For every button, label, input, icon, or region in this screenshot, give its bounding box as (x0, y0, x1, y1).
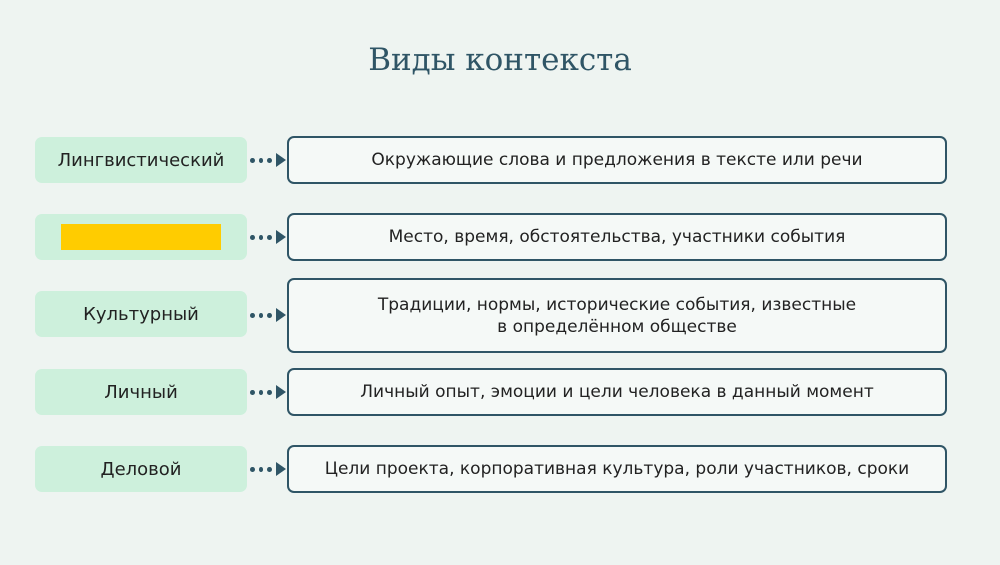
page-title: Виды контекста (368, 42, 632, 78)
arrow-icon (250, 308, 287, 322)
desc-line-2: в определённом обществе (497, 316, 737, 337)
desc-cultural: Традиции, нормы, исторические события, и… (287, 278, 947, 353)
label-business: Деловой (35, 446, 247, 492)
label-hidden (35, 214, 247, 260)
highlight-redaction (61, 224, 221, 250)
desc-situational: Место, время, обстоятельства, участники … (287, 213, 947, 261)
label-personal: Личный (35, 369, 247, 415)
arrow-icon (250, 153, 287, 167)
label-linguistic: Лингвистический (35, 137, 247, 183)
desc-line-1: Традиции, нормы, исторические события, и… (377, 294, 857, 315)
desc-business: Цели проекта, корпоративная культура, ро… (287, 445, 947, 493)
arrow-icon (250, 385, 287, 399)
arrow-icon (250, 230, 287, 244)
desc-personal: Личный опыт, эмоции и цели человека в да… (287, 368, 947, 416)
arrow-icon (250, 462, 287, 476)
label-cultural: Культурный (35, 291, 247, 337)
desc-linguistic: Окружающие слова и предложения в тексте … (287, 136, 947, 184)
